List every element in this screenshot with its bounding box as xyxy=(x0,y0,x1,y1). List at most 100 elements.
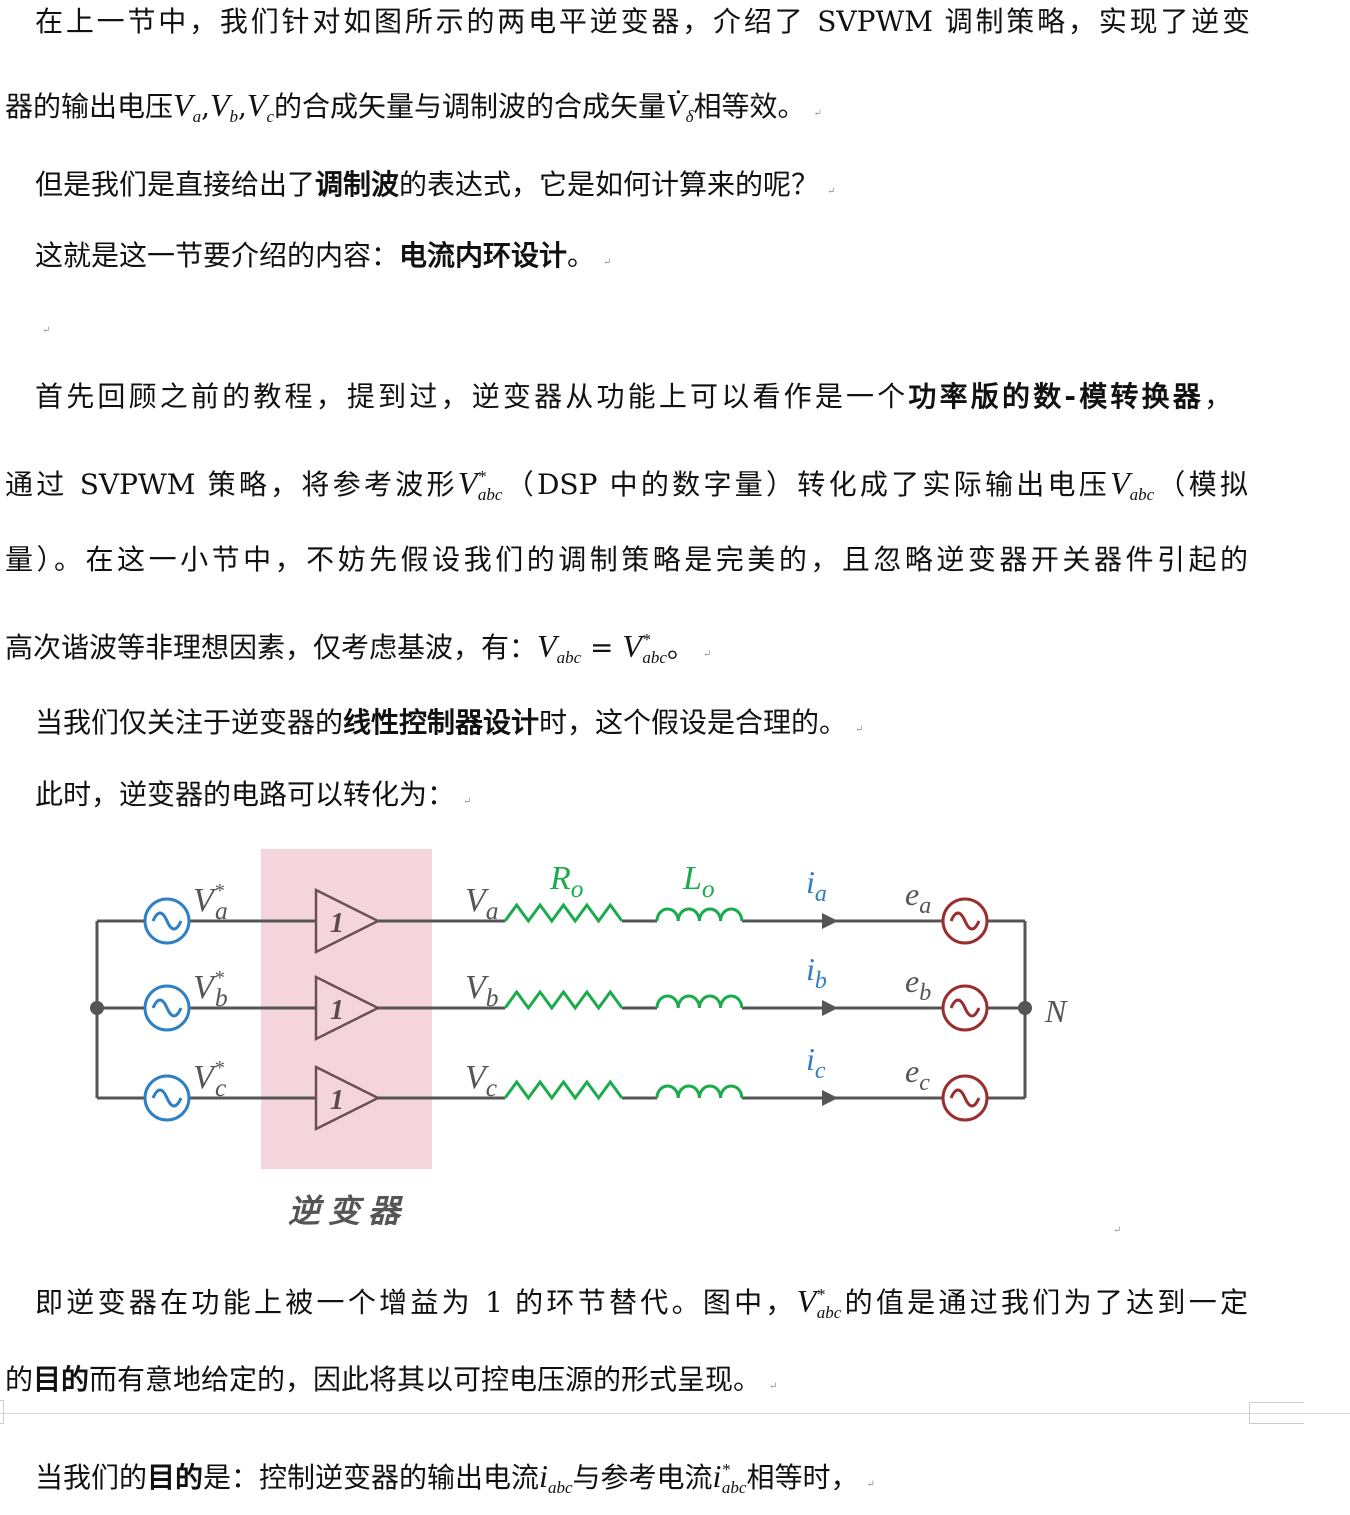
current-label: ia xyxy=(806,864,827,907)
math-base: V xyxy=(457,465,478,501)
node-dot xyxy=(1018,1001,1032,1015)
bold-text: 目的 xyxy=(33,1363,90,1396)
page-corner-mark xyxy=(1249,1402,1304,1424)
gain-label: 1 xyxy=(330,995,344,1026)
paragraph-mark: ↵ xyxy=(827,186,836,197)
text-run: 通过 SVPWM 策略，将参考波形 xyxy=(5,468,458,501)
ac-source-icon xyxy=(143,1074,191,1122)
text-line: 但是我们是直接给出了调制波的表达式，它是如何计算来的呢？↵ xyxy=(35,165,835,212)
sine-icon xyxy=(151,911,183,931)
text-line: 量）。在这一小节中，不妨先假设我们的调制策略是完美的，且忽略逆变器开关器件引起的 xyxy=(5,540,1248,580)
gain-label: 1 xyxy=(330,1085,344,1116)
label-base: V xyxy=(193,969,218,1006)
gain-block xyxy=(314,887,381,955)
grid-emf-label: ea xyxy=(905,876,931,919)
label-base: e xyxy=(905,963,919,999)
paragraph-mark: ↵ xyxy=(813,108,822,119)
math-subscript: abc xyxy=(1129,485,1155,504)
text-run: 相等时， xyxy=(746,1461,859,1494)
ac-source-icon xyxy=(143,897,191,945)
paragraph-mark: ↵ xyxy=(603,257,612,268)
sine-icon xyxy=(151,998,183,1018)
label-sub: c xyxy=(486,1073,498,1102)
text-run: 即逆变器在功能上被一个增益为 1 的环节替代。图中， xyxy=(35,1286,797,1319)
text-run: 的 xyxy=(5,1363,34,1396)
inverter-block xyxy=(261,849,432,1169)
math-subscript: abc xyxy=(556,648,582,667)
page-break-line xyxy=(0,1413,1350,1414)
text-run: 时，这个假设是合理的。 xyxy=(539,706,848,739)
label-sub: a xyxy=(919,893,931,919)
phase-c: 1 xyxy=(97,1064,1025,1132)
text-line: 即逆变器在功能上被一个增益为 1 的环节替代。图中，V*abc的值是通过我们为了… xyxy=(35,1275,1248,1333)
math-base: V xyxy=(622,628,642,664)
sine-icon xyxy=(949,998,981,1018)
grid-emf-label: ec xyxy=(905,1053,930,1096)
math-subscript: b xyxy=(229,107,239,126)
output-voltage-label: Va xyxy=(465,882,499,925)
paragraph-mark: ↵ xyxy=(1113,1225,1122,1236)
text-run: （模拟 xyxy=(1154,468,1248,501)
label-sub: c xyxy=(919,1070,930,1096)
math-superscript: * xyxy=(816,1285,825,1304)
text-run: （DSP 中的数字量）转化成了实际输出电压 xyxy=(502,468,1111,501)
text-run: 。 xyxy=(666,631,695,664)
bold-text: 线性控制器设计 xyxy=(343,706,540,739)
math-subscript: abc xyxy=(547,1478,573,1497)
grid-source-icon xyxy=(941,1074,989,1122)
label-base: L xyxy=(682,860,702,897)
math-base: V xyxy=(246,87,267,123)
text-run: 首先回顾之前的教程，提到过，逆变器从功能上可以看作是一个 xyxy=(35,380,909,413)
label-base: V xyxy=(465,882,490,919)
label-base: V xyxy=(193,882,218,919)
math-subscript: abc xyxy=(816,1303,842,1322)
text-run: = xyxy=(581,631,623,664)
text-line: 的目的而有意地给定的，因此将其以可控电压源的形式呈现。↵ xyxy=(5,1360,777,1407)
math-symbol: Vb xyxy=(210,87,239,126)
label-sub: a xyxy=(486,896,499,925)
label-sub: o xyxy=(702,874,715,903)
text-line: 通过 SVPWM 策略，将参考波形V*abc（DSP 中的数字量）转化成了实际输… xyxy=(5,457,1248,515)
math-subscript: abc xyxy=(477,485,503,504)
inductor-icon xyxy=(655,1084,744,1099)
text-run: 的值是通过我们为了达到一定 xyxy=(841,1286,1248,1319)
reference-voltage-label: V*b xyxy=(193,967,228,1012)
reference-voltage-label: V*a xyxy=(193,880,228,925)
math-symbol: Vabc xyxy=(1110,465,1155,504)
label-sub: b xyxy=(486,983,499,1012)
resistor-label: Ro xyxy=(549,860,584,903)
math-subscript: a xyxy=(192,107,202,126)
label-sub: b xyxy=(919,980,931,1006)
math-base: V xyxy=(1110,465,1130,501)
math-base: V xyxy=(796,1283,817,1319)
bold-text: 目的 xyxy=(147,1461,204,1494)
grid-source-icon xyxy=(941,897,989,945)
text-run: 但是我们是直接给出了 xyxy=(35,168,316,201)
phase-a: 1 xyxy=(97,887,1025,955)
math-symbol: V*abc xyxy=(622,628,667,667)
gain-block xyxy=(314,1064,381,1132)
text-run: 这就是这一节要介绍的内容： xyxy=(35,239,400,272)
sine-icon xyxy=(151,1088,183,1108)
text-run: 的合成矢量与调制波的合成矢量 xyxy=(274,90,667,123)
text-run: 器的输出电压 xyxy=(5,90,174,123)
text-run: 相等效。 xyxy=(693,90,806,123)
current-arrow-icon xyxy=(822,1000,838,1016)
text-run: , xyxy=(201,90,210,123)
label-sub: b xyxy=(215,983,228,1012)
text-run: 。 xyxy=(567,239,596,272)
sine-icon xyxy=(949,911,981,931)
paragraph-mark: ↵ xyxy=(866,1479,875,1490)
text-line: 在上一节中，我们针对如图所示的两电平逆变器，介绍了 SVPWM 调制策略，实现了… xyxy=(35,2,1250,42)
text-line: 此时，逆变器的电路可以转化为：↵ xyxy=(35,775,471,822)
math-base: V xyxy=(537,628,557,664)
bold-text: 功率版的数-模转换器 xyxy=(908,380,1204,413)
label-base: i xyxy=(806,951,815,987)
current-label: ib xyxy=(806,951,827,994)
label-sub: a xyxy=(815,881,827,907)
inductor-icon xyxy=(655,994,744,1009)
label-base: e xyxy=(905,876,919,912)
resistor-icon xyxy=(503,902,624,924)
output-voltage-label: Vc xyxy=(465,1059,498,1102)
math-base: V xyxy=(173,87,193,123)
